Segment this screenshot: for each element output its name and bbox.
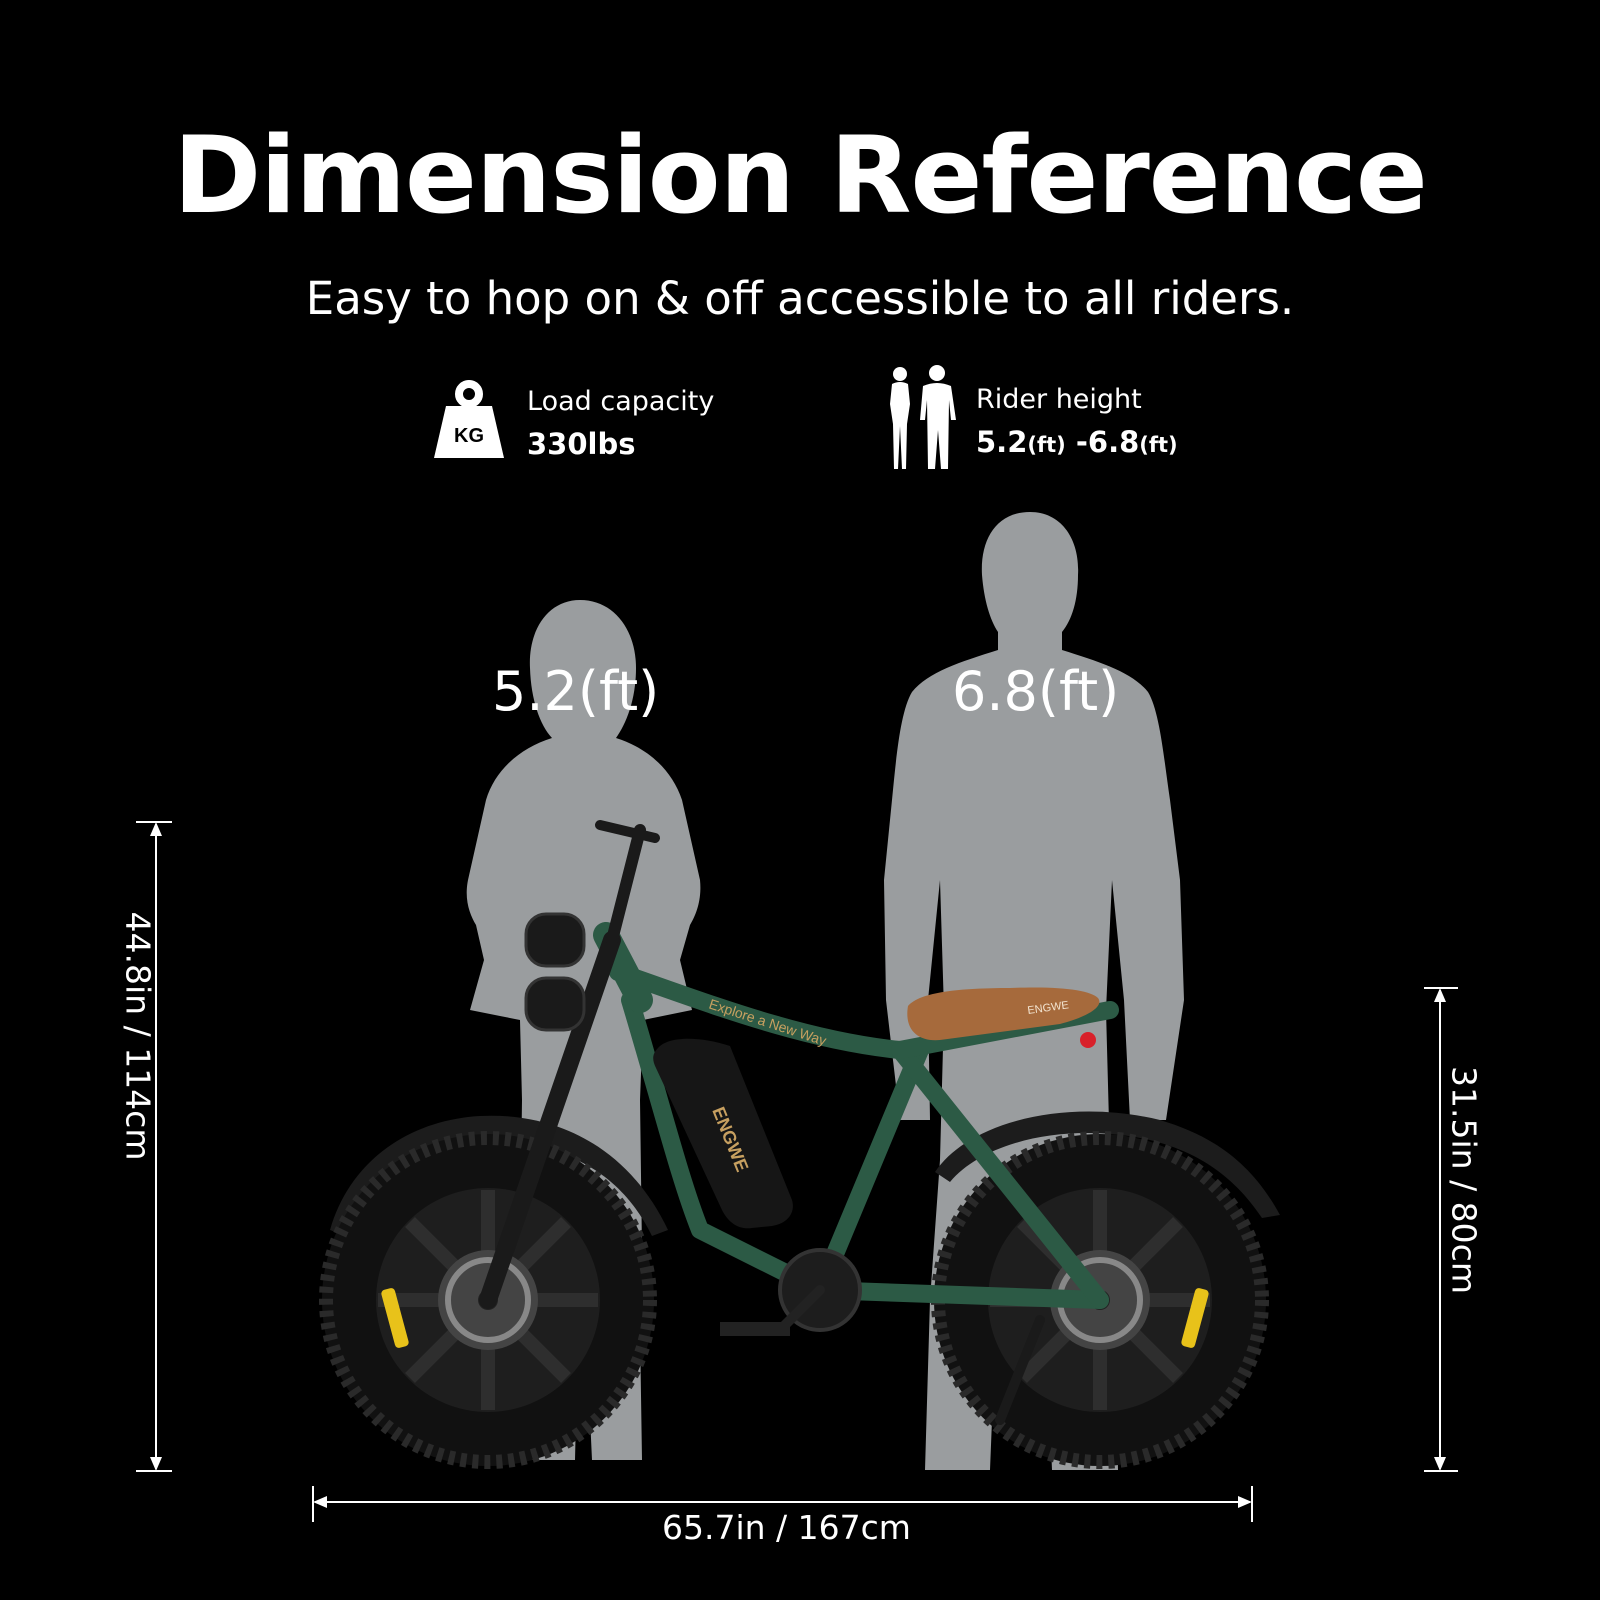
frame-tagline: Explore a New Way [707,996,828,1049]
rider-height-label: Rider height [976,384,1142,415]
kg-icon-text: KG [454,425,484,447]
weight-icon: KG [434,380,504,458]
kickstand [995,1315,1045,1425]
rider-height-min: 5.2 [976,425,1028,459]
ebike: ENGWE Explore a New Way ENGWE [319,820,1280,1469]
riders-icon [890,365,956,469]
rider-height-max-unit: (ft) [1139,433,1178,457]
front-fender [330,1115,668,1236]
rider-height-min-unit: (ft) [1027,433,1066,457]
front-reflector [381,1288,409,1348]
length-label: 65.7in / 167cm [662,1508,911,1547]
length-line [312,1486,1253,1522]
front-fork [479,820,660,1309]
dimension-lines [136,821,1458,1522]
headlights [524,912,586,1032]
man-height-label: 6.8(ft) [952,660,1120,723]
front-brake-disc [445,1257,531,1343]
rider-height-separator: - [1065,425,1088,459]
seat-brand-text: ENGWE [1027,999,1070,1017]
overall-height-line [136,821,172,1472]
seat-height-line [1424,987,1458,1472]
tail-light [1080,1032,1096,1048]
rider-height-value: 5.2(ft) -6.8(ft) [976,425,1178,459]
seat [907,987,1100,1041]
woman-height-label: 5.2(ft) [492,660,660,723]
load-capacity-label: Load capacity [527,386,715,417]
page-subtitle: Easy to hop on & off accessible to all r… [305,272,1295,325]
load-capacity-value: 330lbs [527,427,636,461]
rear-reflector [1181,1288,1209,1348]
pedal [720,1322,790,1336]
page-title: Dimension Reference [173,114,1428,237]
rear-fender [935,1111,1280,1218]
load-capacity-spec: Load capacity 330lbs [527,386,714,461]
rider-height-spec: Rider height 5.2(ft) -6.8(ft) [976,384,1178,459]
seat-height-label: 31.5in / 80cm [1444,1066,1484,1294]
overall-height-label: 44.8in / 114cm [118,911,158,1161]
battery: ENGWE [653,1038,793,1229]
rider-height-max: 6.8 [1087,425,1140,459]
